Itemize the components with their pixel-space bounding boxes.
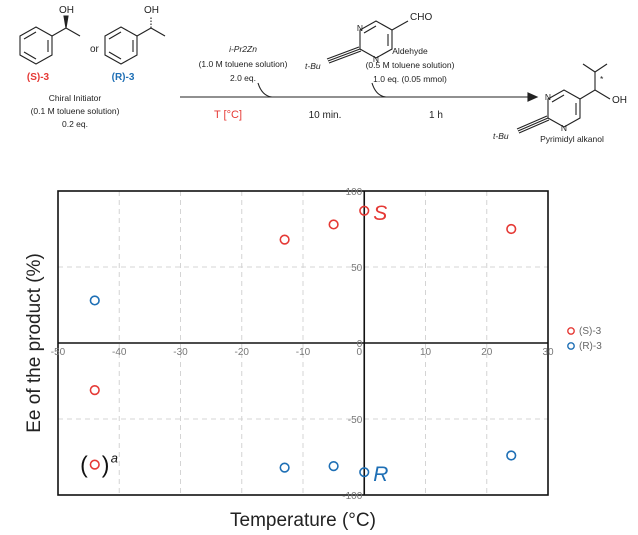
legend-marker — [567, 327, 575, 335]
time-step-1: 10 min. — [309, 110, 342, 121]
reagent-name: i-Pr2Zn — [229, 44, 257, 54]
x-tick-label: -10 — [296, 347, 311, 358]
initiator-r-benzene-ring — [104, 26, 138, 65]
initiator-r-label: (R)-3 — [112, 72, 135, 83]
initiator-s-label: (S)-3 — [27, 72, 50, 83]
chiral-initiator-label: Chiral Initiator — [49, 93, 102, 103]
product-tbu: t-Bu — [493, 131, 509, 141]
y-tick-label: 100 — [346, 187, 363, 198]
time-step-2: 1 h — [429, 110, 443, 121]
note-open-paren: ( — [80, 452, 88, 478]
point-r-initiator — [359, 467, 370, 478]
product-n-bottom: N — [561, 123, 567, 133]
point-r-initiator — [89, 295, 100, 306]
chart-annotations: S R ()a — [80, 202, 388, 486]
note-marker — [89, 459, 100, 470]
y-tick-label: 0 — [357, 339, 363, 350]
x-tick-label: 20 — [481, 347, 493, 358]
initiator-equivalents: 0.2 eq. — [62, 119, 88, 129]
note-superscript: a — [111, 451, 118, 466]
point-r-initiator — [506, 450, 517, 461]
or-text: or — [90, 44, 100, 55]
initiator-s-benzene-ring — [19, 26, 53, 65]
x-tick-label: -30 — [173, 347, 188, 358]
y-tick-label: -100 — [342, 491, 362, 502]
aldehyde-cho: CHO — [410, 12, 432, 23]
product-name: Pyrimidyl alkanol — [540, 134, 604, 144]
reagent-concentration: (1.0 M toluene solution) — [199, 59, 288, 69]
product-n-top: N — [545, 92, 551, 102]
x-tick-label: -40 — [112, 347, 127, 358]
chart-legend: (S)-3 (R)-3 — [567, 326, 602, 352]
reagent-equivalents: 2.0 eq. — [230, 73, 256, 83]
y-axis-title: Ee of the product (%) — [24, 253, 45, 433]
chart-axes — [58, 191, 548, 495]
initiator-r-oh: OH — [144, 5, 159, 16]
legend-label: (R)-3 — [579, 341, 602, 352]
legend-label: (S)-3 — [579, 326, 602, 337]
chart-grid — [58, 191, 548, 495]
point-s-initiator — [89, 385, 100, 396]
annotation-s: S — [373, 202, 387, 225]
x-tick-label: -50 — [51, 347, 66, 358]
initiator-concentration: (0.1 M toluene solution) — [31, 106, 120, 116]
initiator-s-oh: OH — [59, 5, 74, 16]
annotation-r: R — [373, 463, 388, 486]
product-stereocenter-star: * — [600, 74, 604, 84]
data-points — [89, 205, 517, 478]
aldehyde-n-top: N — [357, 23, 363, 33]
aldehyde-concentration: (0.5 M toluene solution) — [366, 60, 455, 70]
point-s-initiator — [506, 223, 517, 235]
temperature-label: T [°C] — [214, 109, 242, 121]
y-tick-label: 50 — [351, 263, 363, 274]
x-tick-label: 30 — [542, 347, 554, 358]
note-close-paren: ) — [102, 452, 110, 478]
legend-marker — [567, 342, 575, 350]
reaction-scheme: OH OH (S)-3 or (R)-3 Chiral Initiator (0… — [19, 5, 627, 144]
point-s-initiator — [328, 219, 339, 230]
product-oh: OH — [612, 95, 627, 106]
point-r-initiator — [328, 461, 339, 472]
point-r-initiator — [279, 462, 290, 473]
x-tick-label: -20 — [235, 347, 250, 358]
aldehyde-n-bottom: N — [373, 54, 379, 64]
aldehyde-equivalents: 1.0 eq. (0.05 mmol) — [373, 74, 447, 84]
x-tick-label: 0 — [356, 347, 362, 358]
aldehyde-tbu: t-Bu — [305, 61, 321, 71]
aldehyde-name: Aldehyde — [392, 46, 428, 56]
point-s-initiator — [359, 205, 370, 216]
y-tick-label: -50 — [348, 415, 363, 426]
x-tick-label: 10 — [420, 347, 432, 358]
x-axis-title: Temperature (°C) — [230, 510, 376, 531]
point-s-initiator — [279, 234, 290, 245]
